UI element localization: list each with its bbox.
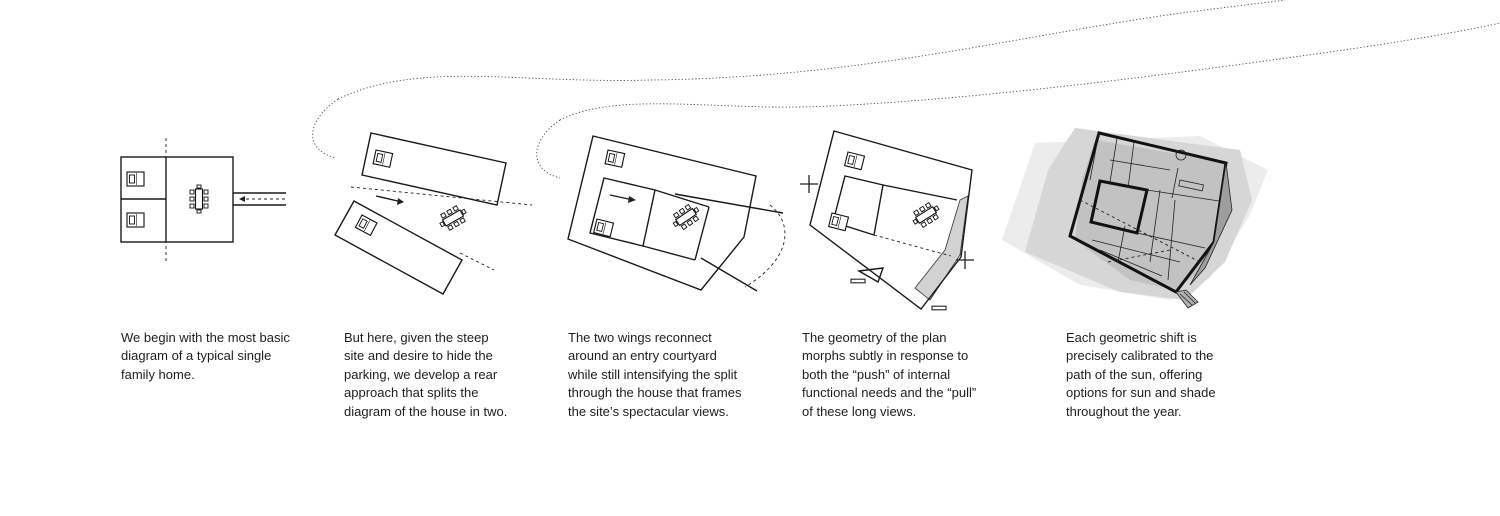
view-line-lower xyxy=(700,257,758,292)
caption-basic-house: We begin with the most basic diagram of … xyxy=(121,330,290,382)
minus-sign-icon xyxy=(850,278,866,284)
dining-table-icon xyxy=(668,201,704,233)
bed-icon xyxy=(604,149,626,168)
house-outline xyxy=(809,130,973,310)
diagram-courtyard xyxy=(567,135,786,292)
plus-sign-icon xyxy=(799,174,819,194)
approach-path-upper xyxy=(312,98,339,159)
caption-split-house: But here, given the steep site and desir… xyxy=(344,330,508,419)
bed-icon xyxy=(828,212,850,232)
bed-icon xyxy=(126,212,145,228)
house-outline xyxy=(567,135,757,291)
pull-wedge xyxy=(914,195,969,301)
pull-wedge xyxy=(1189,162,1233,286)
caption-sun-shade: Each geometric shift is precisely calibr… xyxy=(1066,330,1216,419)
approach-path-upper-long xyxy=(337,0,1286,100)
caption-push-pull: The geometry of the plan morphs subtly i… xyxy=(802,330,977,419)
diagram-split-house xyxy=(334,132,533,295)
view-line-upper xyxy=(674,193,784,214)
entry-stair xyxy=(1175,289,1199,309)
caption-courtyard: The two wings reconnect around an entry … xyxy=(568,330,742,419)
bed-icon xyxy=(126,171,145,187)
bed-icon xyxy=(354,214,378,236)
split-axis xyxy=(350,186,533,206)
dining-table-icon xyxy=(189,184,209,214)
diagram-basic-house xyxy=(120,138,286,263)
diagram-sun-shade xyxy=(1002,128,1268,309)
lower-wing xyxy=(334,200,463,295)
approach-path-lower xyxy=(536,119,561,179)
house-outline xyxy=(1068,131,1228,294)
view-arc xyxy=(744,204,786,288)
minus-sign-icon xyxy=(931,305,947,311)
bed-icon xyxy=(844,151,866,171)
shade-inner xyxy=(1075,140,1232,290)
diagram-push-pull xyxy=(799,130,975,311)
bed-icon xyxy=(372,149,394,168)
dining-table-icon xyxy=(435,202,471,234)
arrow-icon xyxy=(239,196,245,202)
upper-wing xyxy=(361,132,507,206)
approach-path-lower-long xyxy=(559,22,1500,121)
entry-courtyard xyxy=(589,177,656,247)
dining-table-icon xyxy=(908,199,944,231)
